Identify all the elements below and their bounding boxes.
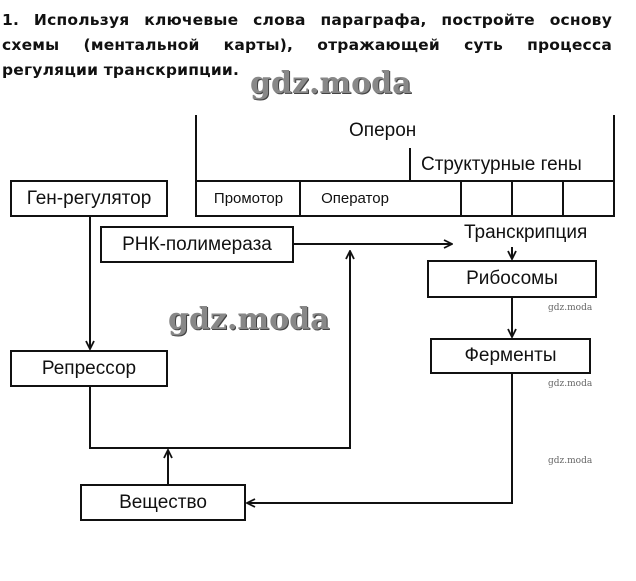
enzymes-box: Ферменты bbox=[430, 338, 591, 374]
substance-box: Вещество bbox=[80, 484, 246, 521]
line-repressor-polymerase bbox=[89, 251, 350, 449]
ribosomes-box: Рибосомы bbox=[427, 260, 597, 298]
repressor-box: Репрессор bbox=[10, 350, 168, 387]
watermark: gdz.moda bbox=[168, 302, 330, 337]
watermark-small: gdz.moda bbox=[548, 456, 593, 466]
watermark-small: gdz.moda bbox=[548, 303, 593, 313]
watermark-small: gdz.moda bbox=[548, 379, 593, 389]
promoter-cell: Промотор bbox=[213, 190, 284, 207]
transcription-label: Транскрипция bbox=[464, 222, 588, 243]
task-text: 1. Используя ключевые слова параграфа, п… bbox=[2, 11, 612, 79]
operon-label: Оперон bbox=[349, 120, 417, 141]
arrow-enzymes-substance bbox=[247, 373, 513, 503]
regulator-gene-box: Ген-регулятор bbox=[10, 180, 168, 217]
structural-genes-label: Структурные гены bbox=[421, 154, 582, 175]
rna-polymerase-box: РНК-полимераза bbox=[100, 226, 294, 263]
operator-cell: Оператор bbox=[321, 190, 389, 207]
operon-strip bbox=[195, 180, 615, 217]
watermark: gdz.moda bbox=[250, 66, 412, 101]
